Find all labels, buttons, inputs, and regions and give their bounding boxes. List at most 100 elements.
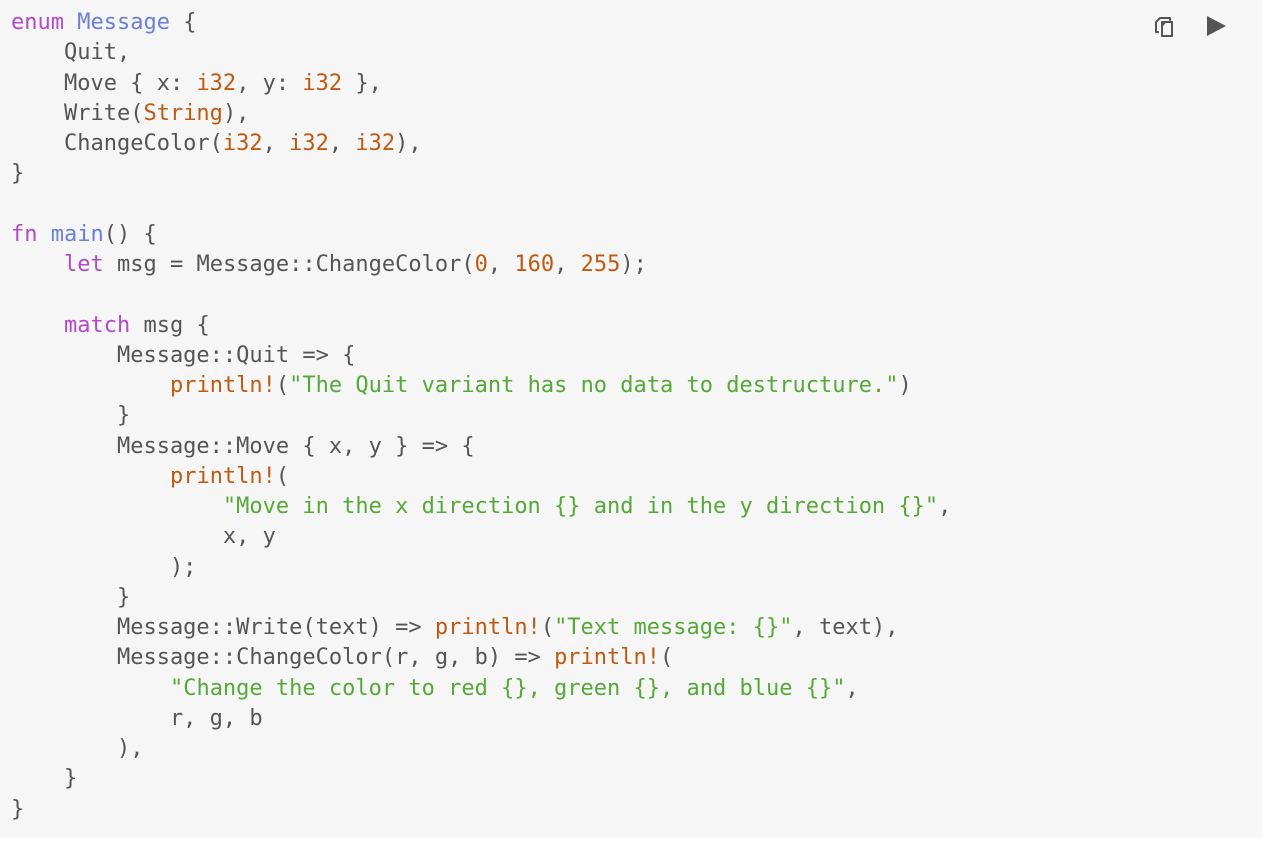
code-token: , text),: [792, 615, 899, 640]
run-button[interactable]: [1200, 10, 1232, 42]
code-token: );: [620, 252, 647, 277]
code-token: x, y: [11, 524, 276, 550]
code-block: enum Message { Quit, Move { x: i32, y: i…: [11, 8, 1232, 825]
code-token: match: [63, 312, 131, 338]
code-token: Message: [77, 10, 170, 35]
code-line: enum Message {: [11, 8, 951, 38]
code-token: ,: [845, 675, 859, 701]
code-token: Quit,: [11, 40, 131, 66]
code-token: }: [11, 161, 25, 187]
code-token: , y:: [236, 70, 303, 96]
code-token: ,: [487, 252, 515, 277]
code-token: ),: [11, 736, 144, 761]
code-token: String: [143, 100, 223, 126]
code-line: Quit,: [11, 38, 951, 68]
code-token: "Text message: {}": [554, 615, 793, 640]
code-token: i32: [289, 131, 329, 156]
code-token: i32: [222, 131, 263, 156]
code-line: let msg = Message::ChangeColor(0, 160, 2…: [11, 250, 951, 280]
code-token: [11, 464, 170, 489]
code-token: }: [11, 584, 131, 610]
code-line: Write(String),: [11, 99, 951, 129]
code-line: "Move in the x direction {} and in the y…: [11, 492, 952, 522]
code-token: }: [11, 796, 25, 822]
code-token: [38, 222, 51, 247]
code-token: [11, 676, 170, 701]
code-toolbar: [1148, 10, 1232, 42]
code-line: ​: [11, 190, 951, 220]
code-token: (: [275, 463, 290, 489]
code-token: (: [660, 645, 674, 671]
play-icon: [1203, 13, 1229, 39]
code-token: fn: [11, 221, 38, 247]
code-line: ​: [11, 280, 951, 310]
code-token: ,: [938, 494, 952, 519]
code-token: enum: [11, 10, 64, 35]
code-token: ,: [262, 131, 290, 156]
code-token: Message::Move { x, y } => {: [11, 433, 475, 459]
code-token: ,: [554, 252, 581, 277]
code-token: Message::Quit => {: [11, 342, 356, 368]
code-token: "The Quit variant has no data to destruc…: [289, 373, 899, 398]
code-line: }: [11, 795, 951, 825]
code-token: Write(: [11, 100, 144, 126]
code-token: );: [11, 554, 197, 580]
code-token: () {: [103, 221, 157, 247]
code-token: }: [11, 403, 131, 429]
copy-icon: [1150, 12, 1178, 40]
code-line: }: [11, 159, 951, 189]
copy-button[interactable]: [1148, 10, 1180, 42]
code-token: [11, 373, 170, 398]
code-line: fn main() {: [11, 220, 951, 250]
code-line: println!("The Quit variant has no data t…: [11, 371, 951, 401]
code-token: i32: [302, 70, 343, 96]
code-token: main: [50, 221, 104, 247]
code-line: ChangeColor(i32, i32, i32),: [11, 129, 951, 159]
code-token: let: [63, 252, 104, 277]
code-line: Message::Write(text) => println!("Text m…: [11, 613, 951, 643]
code-token: msg {: [130, 312, 210, 338]
code-listing: enum Message { Quit, Move { x: i32, y: i…: [11, 8, 951, 825]
code-line: Message::ChangeColor(r, g, b) => println…: [11, 643, 951, 673]
code-token: },: [342, 70, 382, 96]
code-token: 160: [514, 252, 555, 277]
code-token: [11, 252, 64, 277]
code-line: "Change the color to red {}, green {}, a…: [11, 674, 951, 704]
code-token: [11, 494, 223, 519]
code-line: );: [11, 553, 951, 583]
code-token: "Change the color to red {}, green {}, a…: [169, 675, 846, 701]
code-line: println!(: [11, 462, 951, 492]
code-token: ,: [328, 131, 356, 156]
code-line: }: [11, 764, 951, 794]
code-line: r, g, b: [11, 704, 951, 734]
code-token: ),: [222, 100, 250, 126]
code-token: [64, 10, 77, 35]
code-token: {: [169, 10, 197, 35]
code-token: [11, 313, 64, 338]
code-token: i32: [196, 70, 237, 96]
code-line: Move { x: i32, y: i32 },: [11, 69, 951, 99]
code-token: 255: [580, 252, 621, 277]
code-token: Message::ChangeColor(r, g, b) =>: [11, 645, 555, 671]
code-token: println!: [169, 373, 276, 398]
code-token: println!: [169, 463, 276, 489]
code-token: println!: [554, 645, 661, 671]
code-token: (: [275, 373, 290, 398]
code-token: ): [898, 373, 912, 398]
code-line: Message::Quit => {: [11, 341, 951, 371]
code-token: ChangeColor(: [11, 131, 223, 156]
code-token: 0: [474, 252, 488, 277]
code-token: Move { x:: [11, 70, 197, 96]
code-line: ),: [11, 734, 951, 764]
code-line: match msg {: [11, 311, 951, 341]
code-token: msg = Message::ChangeColor(: [103, 252, 475, 277]
code-line: }: [11, 401, 951, 431]
code-token: println!: [434, 615, 541, 640]
code-line: Message::Move { x, y } => {: [11, 432, 951, 462]
code-token: i32: [355, 131, 396, 156]
code-token: ),: [395, 131, 422, 156]
code-line: x, y: [11, 522, 951, 552]
code-token: (: [540, 615, 555, 640]
code-token: }: [11, 766, 78, 792]
code-token: "Move in the x direction {} and in the y…: [222, 494, 939, 519]
